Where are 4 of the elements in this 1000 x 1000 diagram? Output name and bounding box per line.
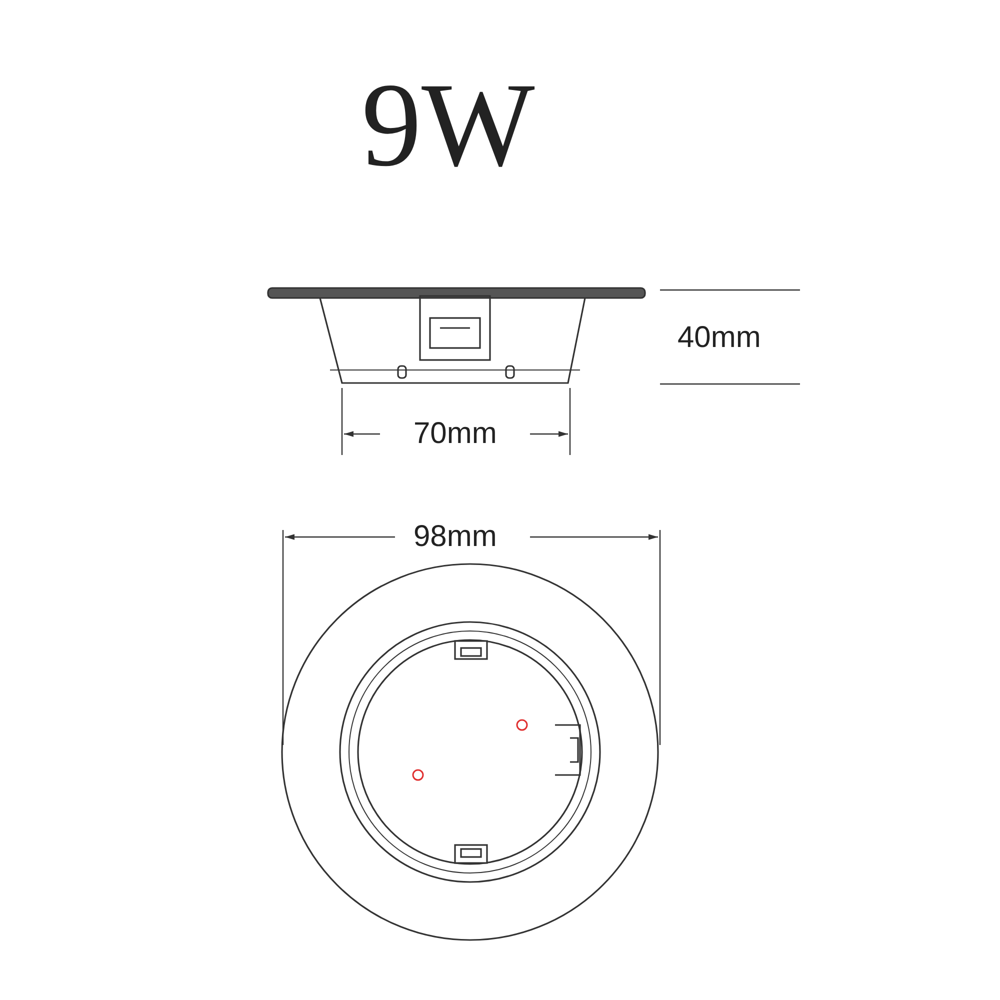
dimension-label: 70mm	[414, 419, 497, 449]
title: 9W	[362, 65, 535, 185]
dimension-label: 40mm	[678, 323, 761, 353]
dimension-label: 98mm	[414, 522, 497, 552]
